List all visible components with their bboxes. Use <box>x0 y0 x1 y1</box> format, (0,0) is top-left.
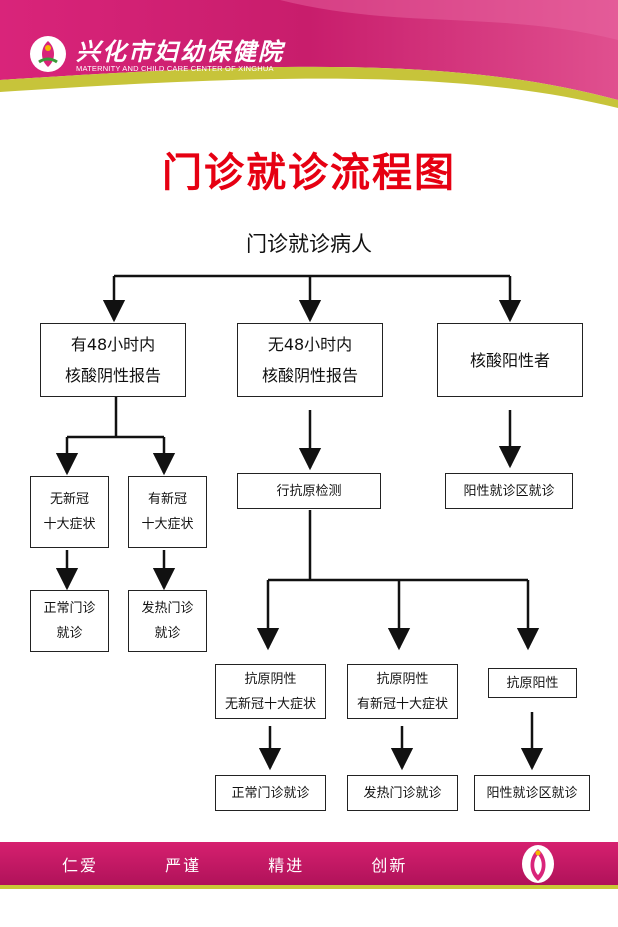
node-label: 发热门诊就诊 <box>363 785 442 801</box>
connector-lines <box>55 274 544 771</box>
node-line1: 无48小时内 <box>267 335 353 354</box>
slogan-item: 严谨 <box>165 856 202 875</box>
page-title: 门诊就诊流程图 <box>162 150 456 196</box>
node-label: 核酸阳性者 <box>469 350 550 370</box>
node-has-covid-symptoms: 有新冠 十大症状 <box>128 476 207 548</box>
node-has-48h-negative: 有48小时内 核酸阴性报告 <box>40 323 186 397</box>
slogan-item: 仁爱 <box>62 856 99 875</box>
node-no-48h-negative: 无48小时内 核酸阴性报告 <box>237 323 383 397</box>
footer-logo-icon <box>522 845 554 883</box>
node-line2: 就诊 <box>56 626 83 641</box>
node-label: 行抗原检测 <box>276 483 342 499</box>
node-line1: 正常门诊 <box>43 601 96 616</box>
node-line2: 就诊 <box>154 626 181 641</box>
node-label: 正常门诊就诊 <box>231 785 310 801</box>
node-line2: 核酸阴性报告 <box>261 366 358 385</box>
node-line2: 有新冠十大症状 <box>356 696 448 712</box>
footer-bar <box>0 842 618 885</box>
node-line2: 无新冠十大症状 <box>224 696 316 712</box>
slogan-item: 创新 <box>371 856 408 875</box>
node-line1: 有新冠 <box>147 492 187 507</box>
node-line1: 发热门诊 <box>141 601 194 616</box>
node-positive-area: 阳性就诊区就诊 <box>445 473 573 509</box>
footer-slogans: 仁爱 严谨 精进 创新 <box>62 852 437 876</box>
node-line2: 十大症状 <box>43 517 96 532</box>
node-line1: 有48小时内 <box>70 335 156 354</box>
node-line1: 抗原阴性 <box>376 671 429 687</box>
node-fever-clinic: 发热门诊 就诊 <box>128 590 207 652</box>
node-label: 阳性就诊区就诊 <box>463 483 555 499</box>
node-antigen-negative-no-symptoms: 抗原阴性 无新冠十大症状 <box>215 664 326 719</box>
slogan-item: 精进 <box>268 856 305 875</box>
node-line2: 十大症状 <box>141 517 194 532</box>
node-antigen-test: 行抗原检测 <box>237 473 381 509</box>
node-no-covid-symptoms: 无新冠 十大症状 <box>30 476 109 548</box>
org-name: 兴化市妇幼保健院 <box>76 37 284 66</box>
node-label: 抗原阳性 <box>506 675 559 691</box>
node-line2: 核酸阴性报告 <box>64 366 161 385</box>
node-antigen-negative-has-symptoms: 抗原阴性 有新冠十大症状 <box>347 664 458 719</box>
node-line1: 抗原阴性 <box>244 671 297 687</box>
node-normal-clinic-visit: 正常门诊就诊 <box>215 775 326 811</box>
footer-stripe <box>0 885 618 889</box>
hospital-logo-icon <box>30 36 66 72</box>
node-fever-clinic-visit: 发热门诊就诊 <box>347 775 458 811</box>
node-positive-area-visit: 阳性就诊区就诊 <box>474 775 590 811</box>
node-nucleic-positive: 核酸阳性者 <box>437 323 583 397</box>
org-name-en: MATERNITY AND CHILD CARE CENTER OF XINGH… <box>76 64 274 73</box>
node-normal-clinic: 正常门诊 就诊 <box>30 590 109 652</box>
header-banner <box>0 0 618 108</box>
node-antigen-positive: 抗原阳性 <box>488 668 577 698</box>
node-line1: 无新冠 <box>49 492 89 507</box>
node-label: 阳性就诊区就诊 <box>486 785 578 801</box>
root-node: 门诊就诊病人 <box>246 232 372 256</box>
